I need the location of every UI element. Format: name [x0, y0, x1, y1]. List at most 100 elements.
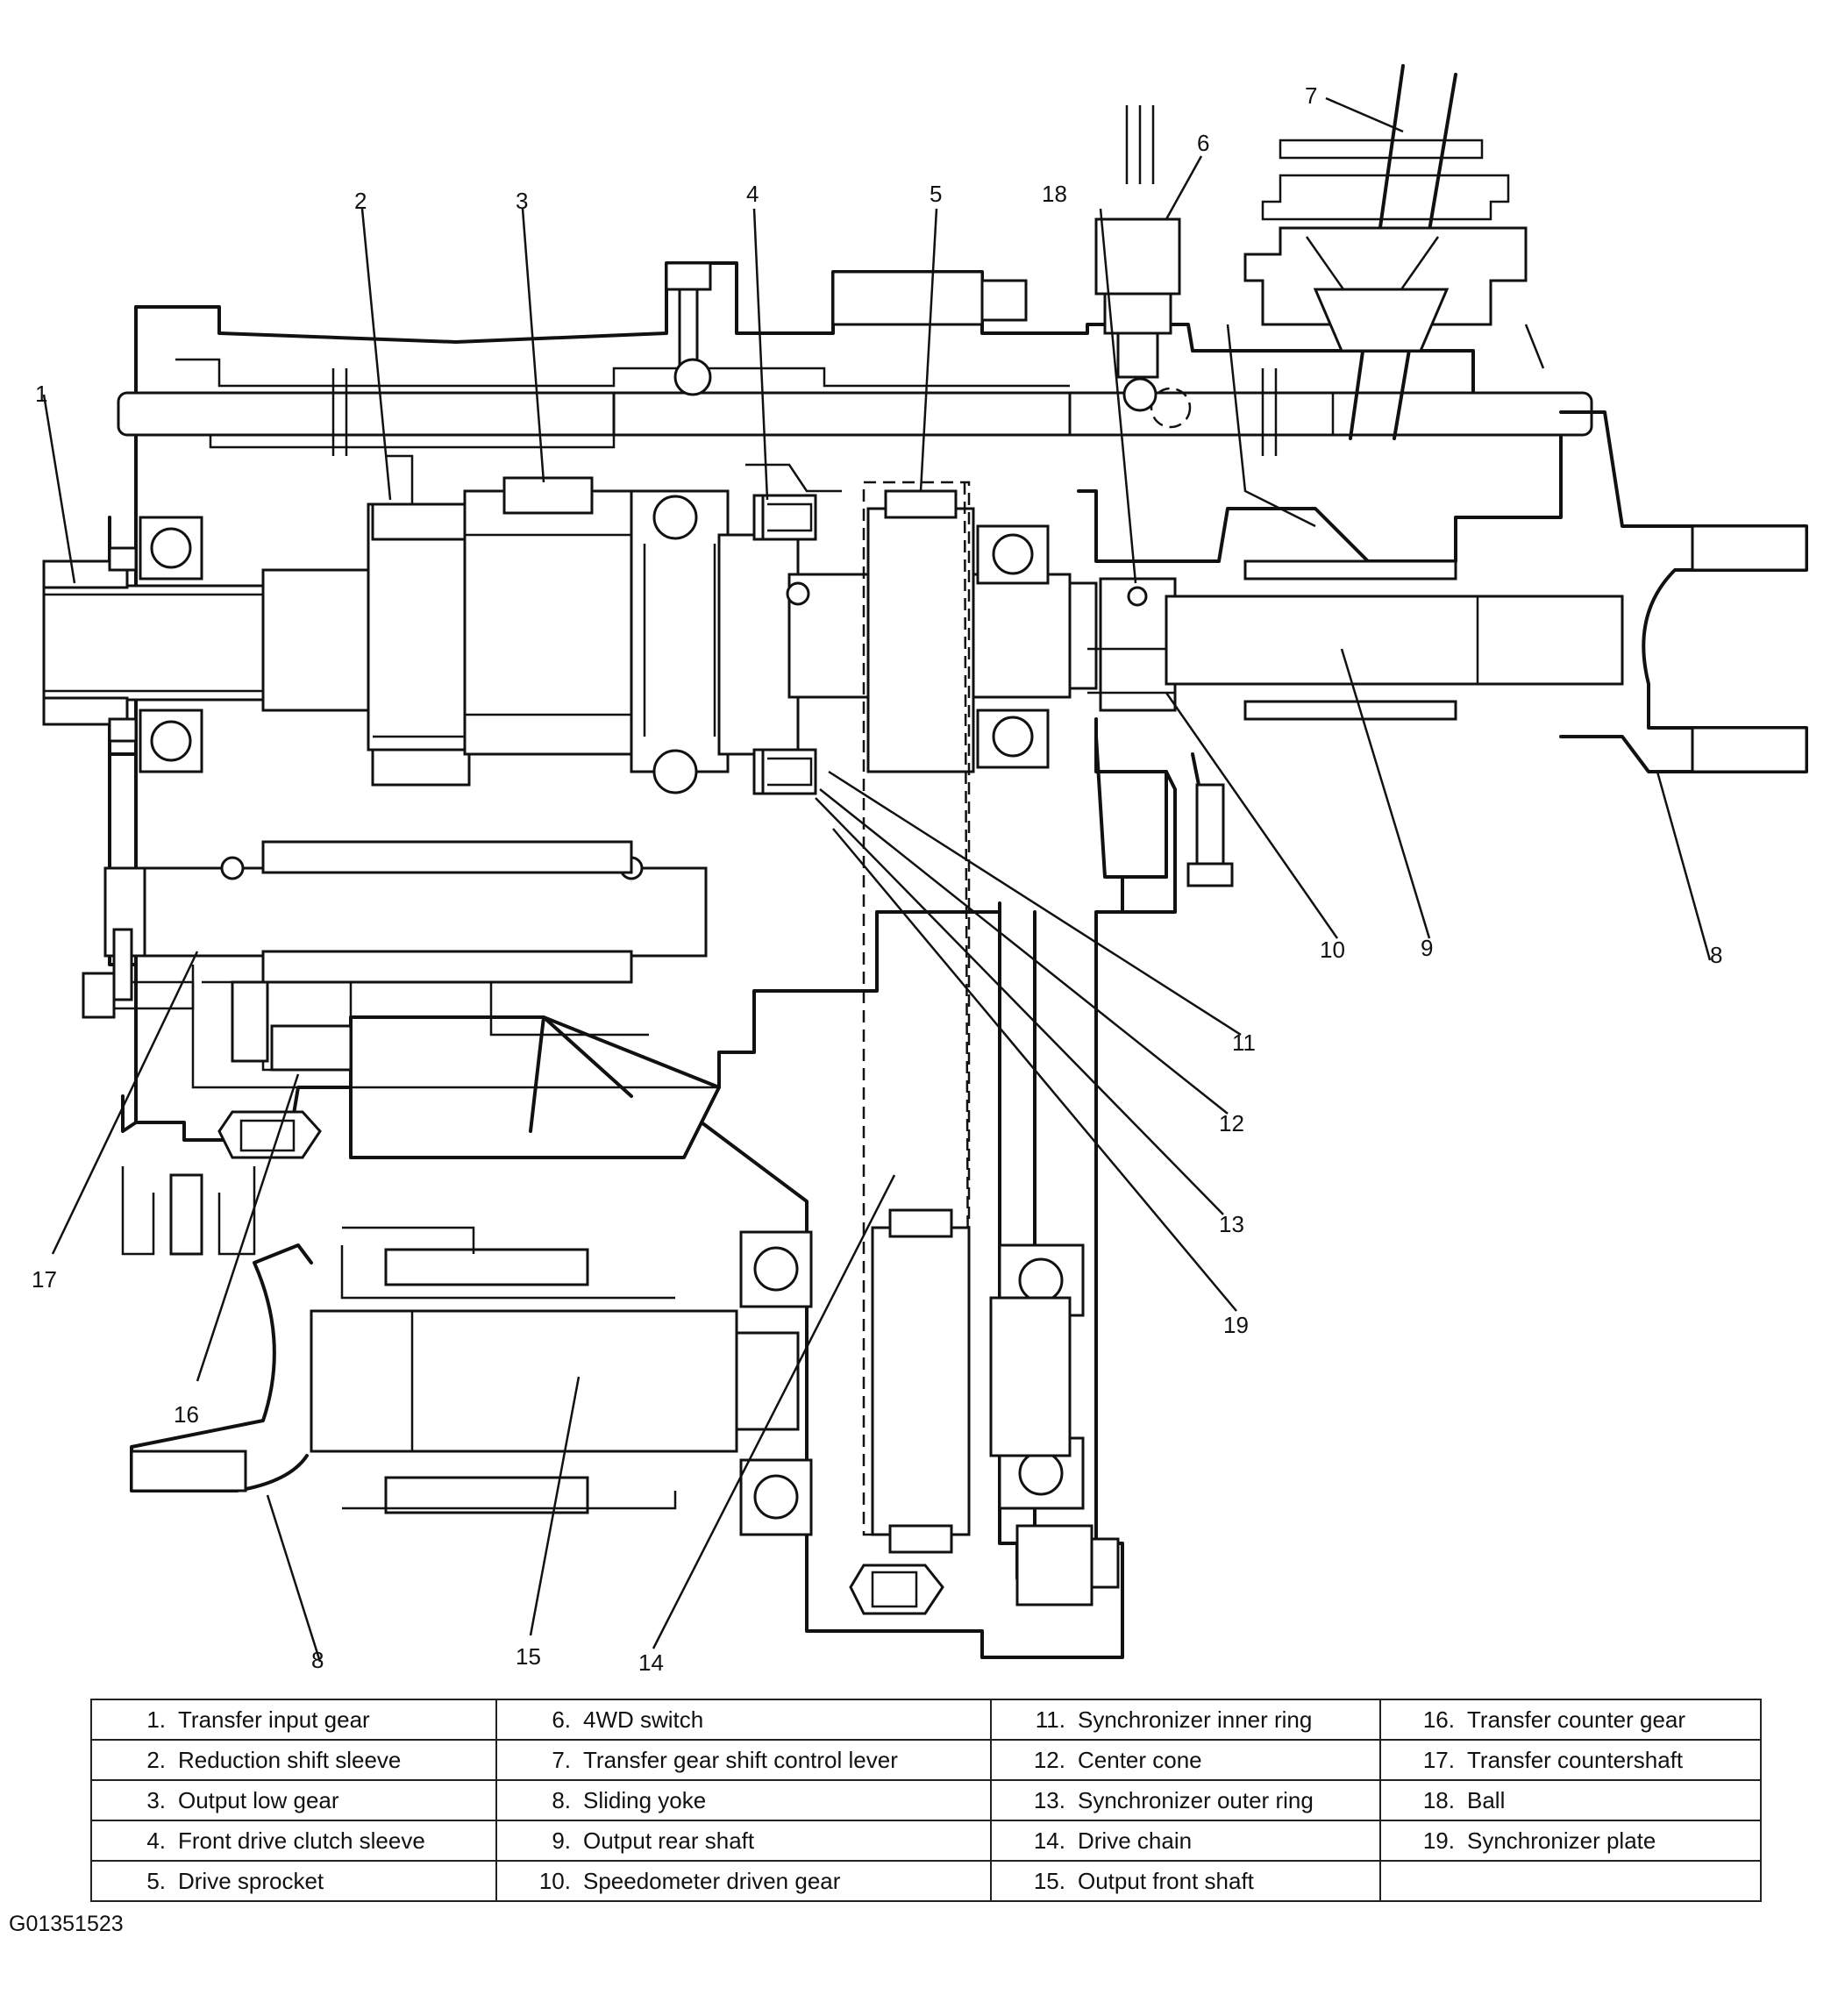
legend-cell: 16. Transfer counter gear [1379, 1699, 1762, 1741]
input-gear [42, 559, 274, 726]
callout-8-rear: 8 [1710, 942, 1722, 968]
legend-item-label: Synchronizer inner ring [1078, 1706, 1313, 1733]
legend-item-number: 15. [1033, 1867, 1065, 1894]
speed-sensor-bottom [1015, 1524, 1120, 1606]
legend-cell: 1. Transfer input gear [90, 1699, 497, 1741]
shift-rail [117, 368, 1593, 456]
legend-item-number: 1. [146, 1706, 166, 1733]
legend-row: 2. Reduction shift sleeve 7.Transfer gear … [90, 1739, 1762, 1781]
callout-12: 12 [1219, 1110, 1244, 1136]
callout-19: 19 [1223, 1312, 1249, 1338]
legend-cell: 15. Output front shaft [990, 1860, 1381, 1902]
transfer-case-cross-section: 1 2 3 4 5 6 7 8 8 9 10 11 12 13 14 15 16… [32, 64, 1808, 1676]
legend-item-label: Transfer countershaft [1467, 1746, 1684, 1773]
legend-item-number: 12. [1033, 1746, 1065, 1773]
legend-cell: 2. Reduction shift sleeve [90, 1739, 497, 1781]
drain-plug-left [217, 1110, 322, 1159]
sliding-yoke-front [130, 1243, 313, 1492]
callout-4: 4 [746, 181, 759, 207]
callout-2: 2 [354, 188, 367, 214]
legend-item-number: 3. [146, 1786, 166, 1813]
legend-cell: 3. Output low gear [90, 1779, 497, 1821]
legend-item-number: 2. [146, 1746, 166, 1773]
legend-row: 1. Transfer input gear 6.4WD switch 11. Sync… [90, 1699, 1762, 1741]
callout-13: 13 [1219, 1211, 1244, 1237]
legend-item-label: Transfer input gear [178, 1706, 370, 1733]
legend-cell: 19. Synchronizer plate [1379, 1820, 1762, 1862]
legend-cell: 12. Center cone [990, 1739, 1381, 1781]
sliding-yoke-rear [1559, 410, 1808, 773]
drive-sprocket [866, 489, 975, 773]
legend-row: 5.Drive sprocket 10. Speedometer driven ge… [90, 1860, 1762, 1902]
output-low-gear [463, 476, 633, 756]
legend-item-label: Output front shaft [1078, 1867, 1254, 1894]
legend-item-number: 18. [1422, 1786, 1455, 1813]
output-rear-shaft [1165, 559, 1624, 721]
legend-item-label: Transfer gear shift control lever [583, 1746, 898, 1773]
speedometer-gear [1087, 577, 1177, 712]
legend-cell: 14.Drive chain [990, 1820, 1381, 1862]
legend-cell: 4. Front drive clutch sleeve [90, 1820, 497, 1862]
legend-cell: 6.4WD switch [495, 1699, 992, 1741]
leader-lines [42, 96, 1712, 1663]
legend-item-number: 11. [1035, 1706, 1065, 1733]
callout-1: 1 [35, 381, 47, 407]
driven-sprocket [871, 1208, 1072, 1554]
legend-cell: 17. Transfer countershaft [1379, 1739, 1762, 1781]
callout-16: 16 [174, 1401, 199, 1428]
legend-item-label: Sliding yoke [583, 1786, 707, 1813]
callout-3: 3 [516, 188, 528, 214]
legend-item-number: 13. [1033, 1786, 1065, 1813]
legend-cell: 10. Speedometer driven gear [495, 1860, 992, 1902]
legend-item-label: Synchronizer outer ring [1078, 1786, 1314, 1813]
rear-bearing [976, 524, 1050, 769]
legend-item-number: 10. [538, 1867, 571, 1894]
callout-17: 17 [32, 1266, 57, 1293]
callout-11: 11 [1232, 1029, 1256, 1056]
legend-item-label: Output low gear [178, 1786, 339, 1813]
callout-10: 10 [1320, 937, 1345, 963]
4wd-switch [1094, 105, 1192, 429]
transfer-countershaft [82, 856, 708, 1019]
legend-item-number: 6. [552, 1706, 571, 1733]
legend-item-number: 16. [1422, 1706, 1455, 1733]
center-bearing [630, 489, 730, 794]
legend-cell: 13. Synchronizer outer ring [990, 1779, 1381, 1821]
legend-item-label: Speedometer driven gear [583, 1867, 841, 1894]
callout-numbers: 1 2 3 4 5 6 7 8 8 9 10 11 12 13 14 15 16… [32, 82, 1722, 1676]
legend-item-label: Front drive clutch sleeve [178, 1827, 425, 1854]
callout-9: 9 [1421, 935, 1433, 961]
fill-plug [121, 1166, 256, 1256]
legend-item-label: Drive chain [1078, 1827, 1193, 1854]
reduction-shift-sleeve [261, 454, 475, 787]
legend-item-label: Transfer counter gear [1467, 1706, 1686, 1733]
legend-item-label: Center cone [1078, 1746, 1202, 1773]
cover-bolt [831, 270, 1028, 326]
transfer-counter-gear [231, 840, 633, 1072]
legend-cell: 9. Output rear shaft [495, 1820, 992, 1862]
callout-7: 7 [1305, 82, 1317, 109]
legend-body: 1. Transfer input gear 6.4WD switch 11. Sync… [90, 1699, 1762, 1902]
shift-control-lever [1226, 64, 1545, 528]
callout-15: 15 [516, 1643, 541, 1670]
legend-cell: 8.Sliding yoke [495, 1779, 992, 1821]
callout-18: 18 [1042, 181, 1067, 207]
legend-item-label: Synchronizer plate [1467, 1827, 1656, 1854]
callout-8-front: 8 [311, 1647, 324, 1673]
legend-item-label: Reduction shift sleeve [178, 1746, 402, 1773]
drain-plug-bottom [849, 1564, 944, 1615]
legend-item-label: Ball [1467, 1786, 1506, 1813]
legend-cell [1379, 1860, 1762, 1902]
legend-item-number: 17. [1422, 1746, 1455, 1773]
legend-item-number: 9. [552, 1827, 571, 1854]
input-bearings [108, 516, 203, 773]
legend-item-label: Output rear shaft [583, 1827, 755, 1854]
legend-cell: 7.Transfer gear shift control lever [495, 1739, 992, 1781]
legend-item-number: 19. [1422, 1827, 1455, 1854]
legend-cell: 5.Drive sprocket [90, 1860, 497, 1902]
legend-row: 4. Front drive clutch sleeve 9. Output rear… [90, 1820, 1762, 1862]
front-drive-clutch-sleeve [761, 494, 817, 795]
legend-row: 3. Output low gear 8.Sliding yoke 13. Synchr… [90, 1779, 1762, 1821]
legend-item-number: 4. [146, 1827, 166, 1854]
legend-item-number: 5. [146, 1867, 166, 1894]
